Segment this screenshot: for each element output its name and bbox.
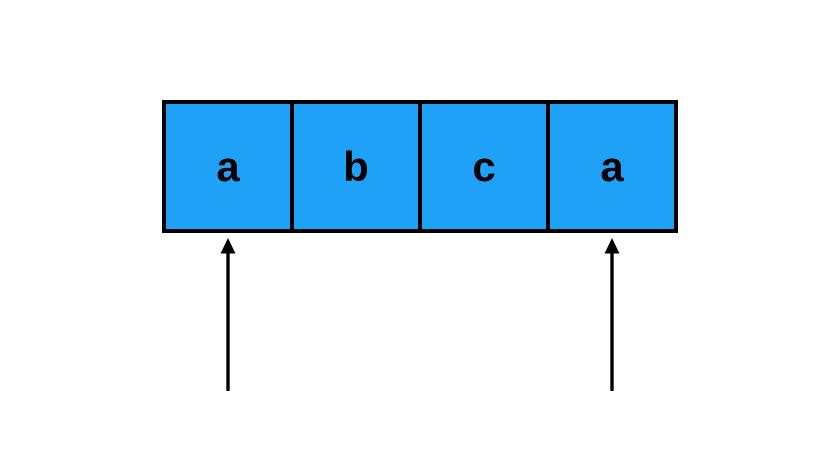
array-cell-1: a	[166, 104, 294, 229]
cell-letter-4: a	[600, 142, 624, 190]
array-row: a b c a	[162, 100, 678, 233]
array-cell-2: b	[294, 104, 422, 229]
cell-letter-3: c	[472, 142, 496, 190]
array-cell-4: a	[550, 104, 674, 229]
array-cell-3: c	[422, 104, 550, 229]
cell-letter-2: b	[343, 142, 369, 190]
cell-letter-1: a	[216, 142, 240, 190]
left-up-arrow-icon	[220, 238, 236, 391]
right-up-arrow-icon	[604, 238, 620, 391]
